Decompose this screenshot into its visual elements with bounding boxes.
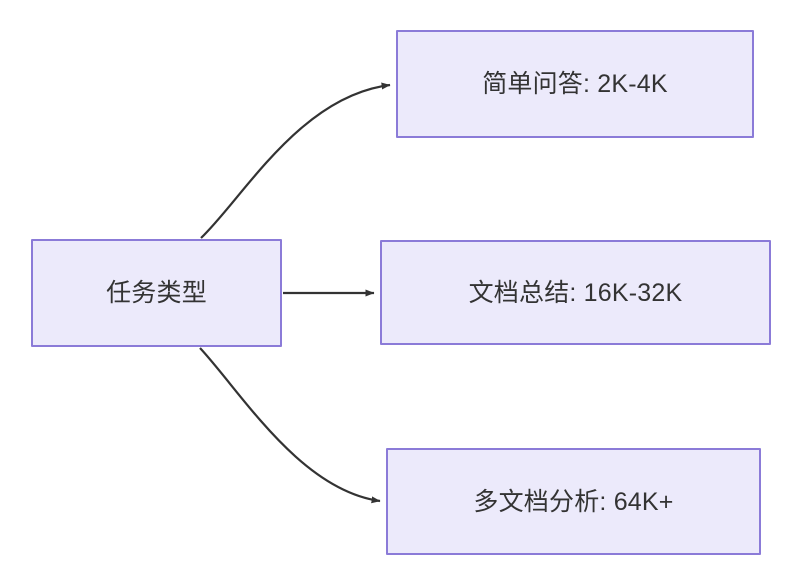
- node-multi-doc-label: 多文档分析: 64K+: [473, 487, 674, 516]
- node-doc-summary-label: 文档总结: 16K-32K: [468, 278, 683, 307]
- edge-root-to-multi-doc: [199, 347, 381, 504]
- node-multi-doc[interactable]: 多文档分析: 64K+: [386, 448, 761, 555]
- node-simple-qa-label: 简单问答: 2K-4K: [482, 70, 668, 98]
- node-task-type-label: 任务类型: [106, 279, 207, 307]
- node-doc-summary[interactable]: 文档总结: 16K-32K: [380, 240, 771, 345]
- edge-root-to-simple-qa: [200, 82, 391, 239]
- node-simple-qa[interactable]: 简单问答: 2K-4K: [396, 30, 754, 138]
- node-task-type[interactable]: 任务类型: [31, 239, 282, 347]
